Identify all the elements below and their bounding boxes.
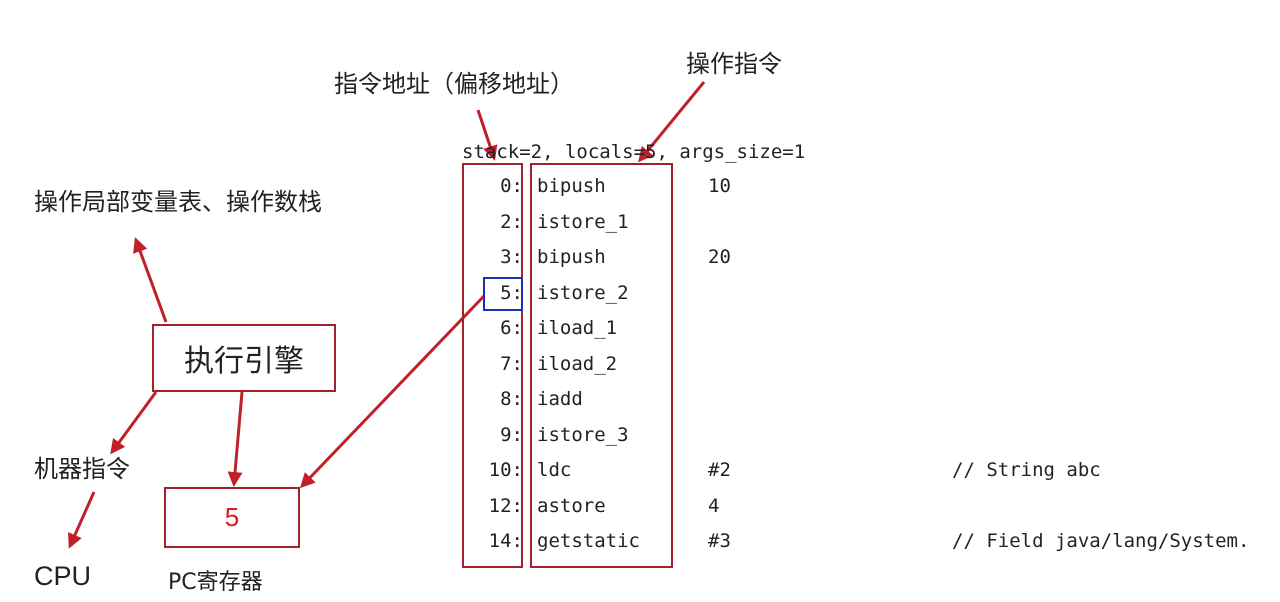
arrow-to-address-column	[476, 109, 498, 161]
stack-table-label: 操作局部变量表、操作数栈	[34, 188, 322, 216]
instruction-opcode: bipush	[537, 246, 606, 268]
instruction-address: 12:	[488, 494, 523, 517]
cpu-label: CPU	[34, 561, 92, 591]
pc-register-value: 5	[224, 502, 240, 532]
instruction-address: 10:	[488, 459, 523, 481]
instruction-comment: // String abc	[952, 459, 1101, 481]
arrow-engine-to-stack	[133, 237, 168, 323]
instruction-argument: #2	[708, 459, 731, 481]
instruction-opcode: ldc	[537, 459, 572, 481]
instruction-address: 14:	[488, 530, 523, 552]
instruction-address: 2:	[500, 210, 523, 233]
instruction-address: 5:	[500, 281, 523, 304]
instruction-comment: // Field java/lang/System.	[952, 530, 1250, 552]
instruction-address-label: 指令地址（偏移地址）	[334, 70, 574, 98]
instruction-address: 6:	[500, 317, 523, 339]
arrow-to-operation-column	[638, 81, 706, 163]
execution-engine-label: 执行引擎	[184, 344, 304, 379]
instruction-argument: 4	[708, 494, 720, 517]
instruction-opcode: istore_2	[537, 281, 629, 304]
arrow-machine-to-cpu	[68, 491, 96, 549]
instruction-argument: 20	[708, 246, 731, 268]
instruction-argument: #3	[708, 530, 731, 552]
instruction-opcode: istore_1	[537, 210, 629, 233]
instruction-opcode: iadd	[537, 388, 583, 410]
instruction-opcode: bipush	[537, 175, 606, 197]
current-address-highlight	[483, 277, 523, 311]
pc-register-label: PC寄存器	[168, 570, 263, 595]
operation-instruction-label: 操作指令	[686, 50, 782, 78]
instruction-address: 9:	[500, 423, 523, 446]
instruction-opcode: astore	[537, 494, 606, 517]
instruction-opcode: iload_2	[537, 352, 618, 375]
address-column-box	[462, 163, 523, 568]
instruction-opcode: istore_3	[537, 423, 629, 446]
instruction-argument: 10	[708, 175, 731, 197]
arrow-engine-to-machine	[110, 391, 158, 455]
arrow-address-to-pc	[299, 294, 486, 489]
instruction-address: 7:	[500, 352, 523, 375]
machine-instruction-label: 机器指令	[34, 455, 130, 483]
execution-engine-box: 执行引擎	[152, 324, 336, 392]
instruction-address: 3:	[500, 246, 523, 268]
operation-column-box	[530, 163, 673, 568]
instruction-opcode: getstatic	[537, 530, 640, 552]
instruction-address: 8:	[500, 388, 523, 410]
instruction-opcode: iload_1	[537, 317, 618, 339]
arrow-engine-to-pc	[227, 391, 244, 487]
pc-register-box: 5	[164, 487, 300, 548]
stack-header-line: stack=2, locals=5, args_size=1	[462, 141, 806, 163]
instruction-address: 0:	[500, 175, 523, 197]
